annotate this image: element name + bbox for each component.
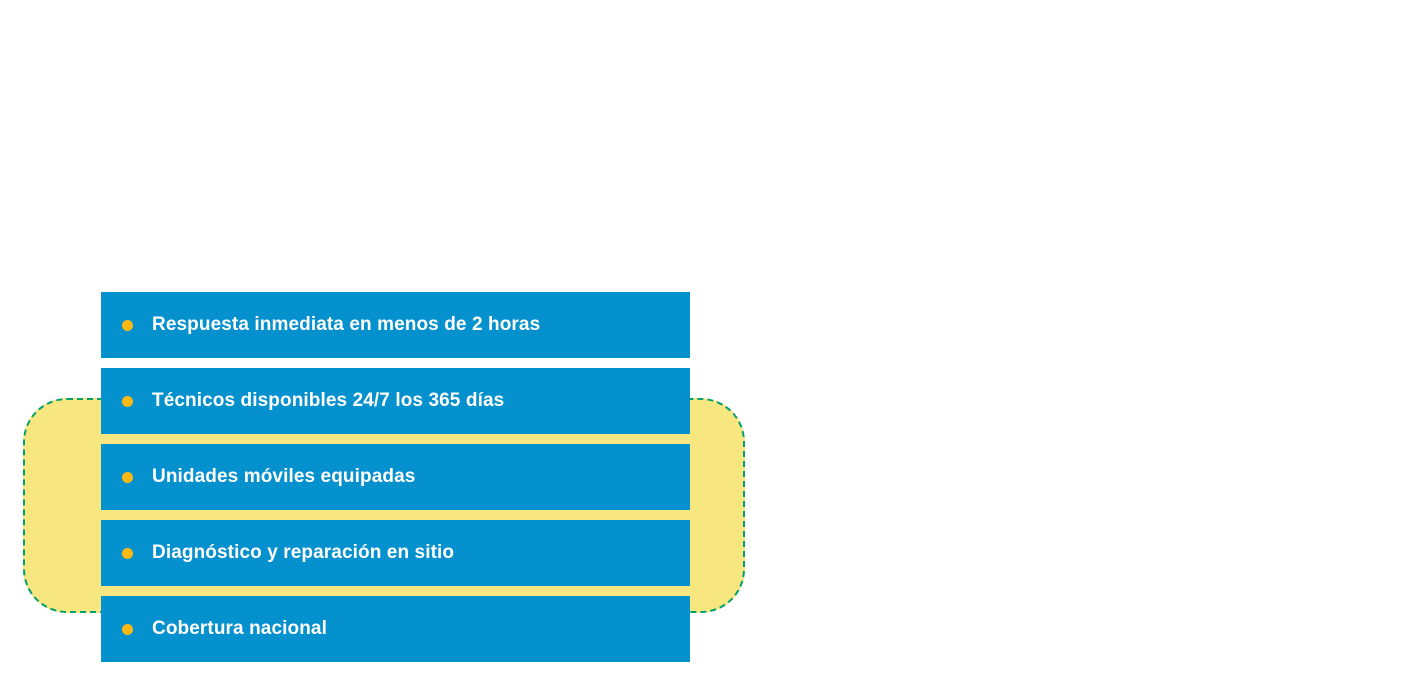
- dot-icon: [122, 623, 133, 635]
- list-item-label: Cobertura nacional: [152, 617, 327, 639]
- dot-icon: [122, 547, 133, 559]
- list-item-label: Diagnóstico y reparación en sitio: [152, 541, 455, 563]
- dot-icon: [122, 471, 133, 483]
- list-item-label: Unidades móviles equipadas: [152, 465, 416, 487]
- list-item[interactable]: Unidades móviles equipadas: [101, 444, 690, 510]
- list-item[interactable]: Diagnóstico y reparación en sitio: [101, 520, 690, 586]
- list-item[interactable]: Cobertura nacional: [101, 596, 690, 662]
- list-item[interactable]: Respuesta inmediata en menos de 2 horas: [101, 292, 690, 358]
- list-item[interactable]: Técnicos disponibles 24/7 los 365 días: [101, 368, 690, 434]
- benefits-list: Respuesta inmediata en menos de 2 horas …: [101, 292, 690, 662]
- dot-icon: [122, 319, 133, 331]
- list-item-label: Técnicos disponibles 24/7 los 365 días: [152, 389, 505, 411]
- dot-icon: [122, 395, 133, 407]
- list-item-label: Respuesta inmediata en menos de 2 horas: [152, 313, 541, 335]
